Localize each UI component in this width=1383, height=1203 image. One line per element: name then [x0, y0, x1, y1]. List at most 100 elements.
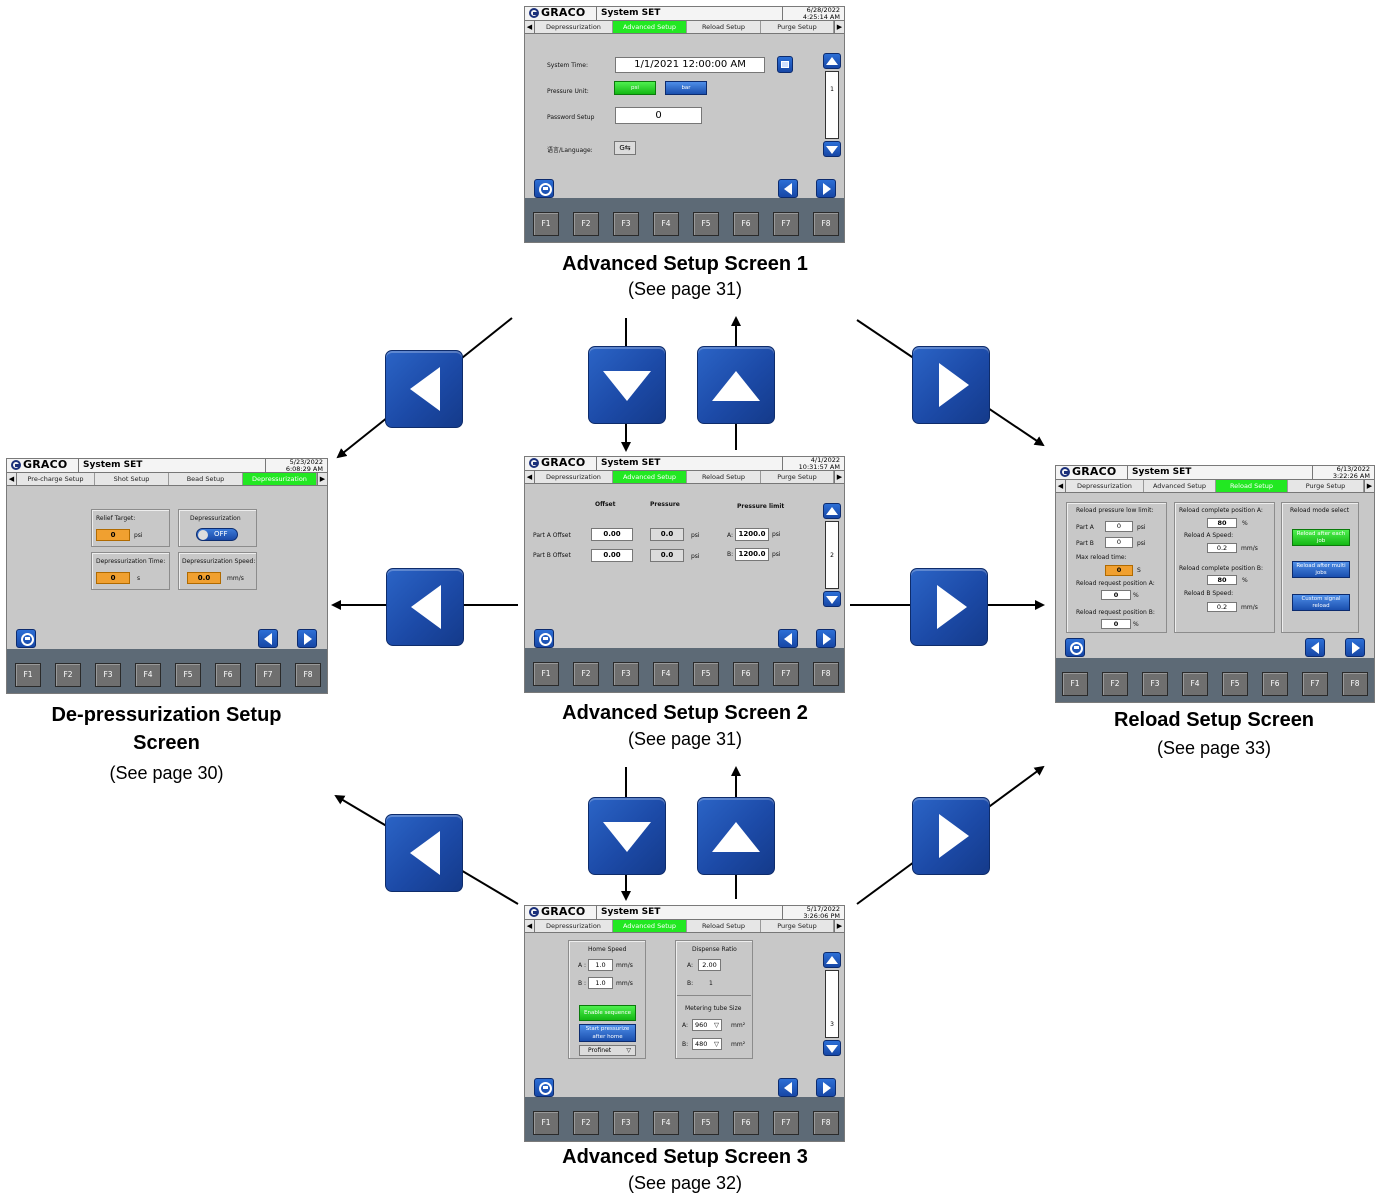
- complete-position-b-field[interactable]: 80: [1207, 575, 1237, 585]
- password-field[interactable]: 0: [615, 107, 702, 124]
- f3-key[interactable]: F3: [613, 1111, 639, 1135]
- tab-bead-setup[interactable]: Bead Setup: [169, 473, 243, 485]
- f6-key[interactable]: F6: [1262, 672, 1288, 696]
- tab-reload-setup[interactable]: Reload Setup: [687, 21, 761, 33]
- tab-depressurization[interactable]: Depressurization: [535, 471, 613, 483]
- f6-key[interactable]: F6: [733, 1111, 759, 1135]
- reload-after-multi-jobs-button[interactable]: Reload after multi jobs: [1292, 561, 1350, 578]
- tab-scroll-left-icon[interactable]: ◀: [1056, 480, 1066, 492]
- tab-scroll-left-icon[interactable]: ◀: [525, 21, 535, 33]
- right-arrow-button[interactable]: [912, 797, 990, 875]
- f5-key[interactable]: F5: [1222, 672, 1248, 696]
- request-position-a-field[interactable]: 0: [1101, 590, 1131, 600]
- prev-page-button[interactable]: [778, 629, 798, 648]
- f4-key[interactable]: F4: [135, 663, 161, 687]
- part-a-low-limit-field[interactable]: 0: [1105, 521, 1133, 532]
- f7-key[interactable]: F7: [1302, 672, 1328, 696]
- tab-advanced-setup[interactable]: Advanced Setup: [613, 21, 687, 33]
- f1-key[interactable]: F1: [533, 662, 559, 686]
- custom-signal-reload-button[interactable]: Custom signal reload: [1292, 594, 1350, 611]
- tab-scroll-right-icon[interactable]: ▶: [834, 21, 844, 33]
- ratio-a-field[interactable]: 2.00: [698, 959, 721, 971]
- tab-scroll-right-icon[interactable]: ▶: [834, 920, 844, 932]
- next-page-button[interactable]: [816, 179, 836, 198]
- scroll-up-button[interactable]: [823, 952, 841, 968]
- tab-scroll-left-icon[interactable]: ◀: [525, 471, 535, 483]
- home-speed-b-field[interactable]: 1.0: [588, 977, 613, 989]
- tab-purge-setup[interactable]: Purge Setup: [761, 471, 834, 483]
- max-reload-time-field[interactable]: 0: [1105, 565, 1133, 576]
- f8-key[interactable]: F8: [295, 663, 321, 687]
- psi-button[interactable]: psi: [614, 81, 656, 95]
- tab-depressurization[interactable]: Depressurization: [535, 920, 613, 932]
- f4-key[interactable]: F4: [653, 1111, 679, 1135]
- f3-key[interactable]: F3: [95, 663, 121, 687]
- f6-key[interactable]: F6: [733, 662, 759, 686]
- request-position-b-field[interactable]: 0: [1101, 619, 1131, 629]
- language-icon[interactable]: G⇆: [614, 141, 636, 155]
- tube-b-dropdown[interactable]: 480▽: [692, 1038, 722, 1050]
- f7-key[interactable]: F7: [255, 663, 281, 687]
- f3-key[interactable]: F3: [1142, 672, 1168, 696]
- left-arrow-button[interactable]: [385, 814, 463, 892]
- f3-key[interactable]: F3: [613, 212, 639, 236]
- tab-depressurization[interactable]: Depressurization: [1066, 480, 1144, 492]
- f8-key[interactable]: F8: [813, 212, 839, 236]
- reload-after-each-job-button[interactable]: Reload after each job: [1292, 529, 1350, 546]
- scroll-track[interactable]: 2: [825, 521, 839, 589]
- f3-key[interactable]: F3: [613, 662, 639, 686]
- tube-a-dropdown[interactable]: 960▽: [692, 1019, 722, 1031]
- scroll-track[interactable]: 1: [825, 71, 839, 139]
- f7-key[interactable]: F7: [773, 662, 799, 686]
- tab-reload-setup[interactable]: Reload Setup: [1216, 480, 1288, 492]
- f2-key[interactable]: F2: [55, 663, 81, 687]
- depressurization-time-field[interactable]: 0: [96, 572, 130, 584]
- part-b-offset-field[interactable]: 0.00: [591, 549, 633, 562]
- f5-key[interactable]: F5: [693, 662, 719, 686]
- bar-button[interactable]: bar: [665, 81, 707, 95]
- complete-position-a-field[interactable]: 80: [1207, 518, 1237, 528]
- calendar-icon[interactable]: [777, 56, 793, 73]
- depressurization-speed-field[interactable]: 0.0: [187, 572, 221, 584]
- f2-key[interactable]: F2: [573, 1111, 599, 1135]
- f1-key[interactable]: F1: [533, 1111, 559, 1135]
- tab-advanced-setup[interactable]: Advanced Setup: [613, 920, 687, 932]
- f4-key[interactable]: F4: [653, 212, 679, 236]
- part-b-low-limit-field[interactable]: 0: [1105, 537, 1133, 548]
- scroll-down-button[interactable]: [823, 591, 841, 607]
- f1-key[interactable]: F1: [1062, 672, 1088, 696]
- home-button[interactable]: [534, 179, 554, 198]
- f5-key[interactable]: F5: [175, 663, 201, 687]
- scroll-down-button[interactable]: [823, 1040, 841, 1056]
- next-page-button[interactable]: [816, 629, 836, 648]
- relief-target-field[interactable]: 0: [96, 529, 130, 541]
- next-page-button[interactable]: [816, 1078, 836, 1097]
- f2-key[interactable]: F2: [573, 212, 599, 236]
- left-arrow-button[interactable]: [386, 568, 464, 646]
- tab-scroll-right-icon[interactable]: ▶: [317, 473, 327, 485]
- tab-pre-charge-setup[interactable]: Pre-charge Setup: [17, 473, 95, 485]
- limit-a-field[interactable]: 1200.0: [735, 528, 769, 541]
- prev-page-button[interactable]: [1305, 638, 1325, 657]
- system-time-field[interactable]: 1/1/2021 12:00:00 AM: [615, 57, 765, 73]
- f8-key[interactable]: F8: [813, 662, 839, 686]
- f5-key[interactable]: F5: [693, 1111, 719, 1135]
- prev-page-button[interactable]: [778, 179, 798, 198]
- enable-sequence-button[interactable]: Enable sequence: [579, 1005, 636, 1021]
- part-a-offset-field[interactable]: 0.00: [591, 528, 633, 541]
- home-button[interactable]: [534, 629, 554, 648]
- down-arrow-button[interactable]: [588, 346, 666, 424]
- tab-depressurization[interactable]: Depressurization: [535, 21, 613, 33]
- f6-key[interactable]: F6: [215, 663, 241, 687]
- f4-key[interactable]: F4: [653, 662, 679, 686]
- left-arrow-button[interactable]: [385, 350, 463, 428]
- f7-key[interactable]: F7: [773, 212, 799, 236]
- start-pressurize-button[interactable]: Start pressurize after home: [579, 1024, 636, 1042]
- limit-b-field[interactable]: 1200.0: [735, 548, 769, 561]
- f5-key[interactable]: F5: [693, 212, 719, 236]
- right-arrow-button[interactable]: [912, 346, 990, 424]
- tab-shot-setup[interactable]: Shot Setup: [95, 473, 169, 485]
- right-arrow-button[interactable]: [910, 568, 988, 646]
- f2-key[interactable]: F2: [1102, 672, 1128, 696]
- down-arrow-button[interactable]: [588, 797, 666, 875]
